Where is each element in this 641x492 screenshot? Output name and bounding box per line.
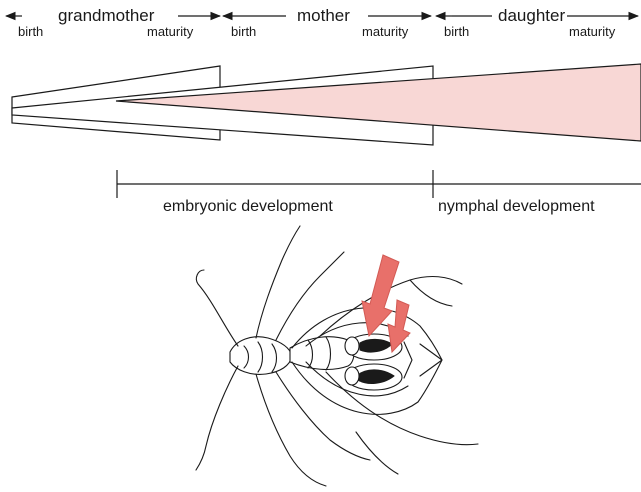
grandmother-maturity-label: maturity bbox=[147, 24, 194, 39]
development-bracket: embryonic development nymphal developmen… bbox=[117, 170, 641, 215]
daughter-maturity-label: maturity bbox=[569, 24, 616, 39]
generation-timeline: grandmother mother daughter birth maturi… bbox=[6, 6, 638, 39]
mother-maturity-label: maturity bbox=[362, 24, 409, 39]
grandmother-label: grandmother bbox=[58, 6, 155, 25]
nymphal-development-label: nymphal development bbox=[438, 198, 595, 215]
embryonic-development-label: embryonic development bbox=[163, 198, 333, 215]
daughter-label: daughter bbox=[498, 6, 565, 25]
nested-generation-wedges bbox=[12, 64, 641, 145]
mother-birth-label: birth bbox=[231, 24, 256, 39]
daughter-birth-label: birth bbox=[444, 24, 469, 39]
aphid-outline-icon bbox=[196, 226, 478, 486]
grandmother-birth-label: birth bbox=[18, 24, 43, 39]
mother-label: mother bbox=[297, 6, 350, 25]
